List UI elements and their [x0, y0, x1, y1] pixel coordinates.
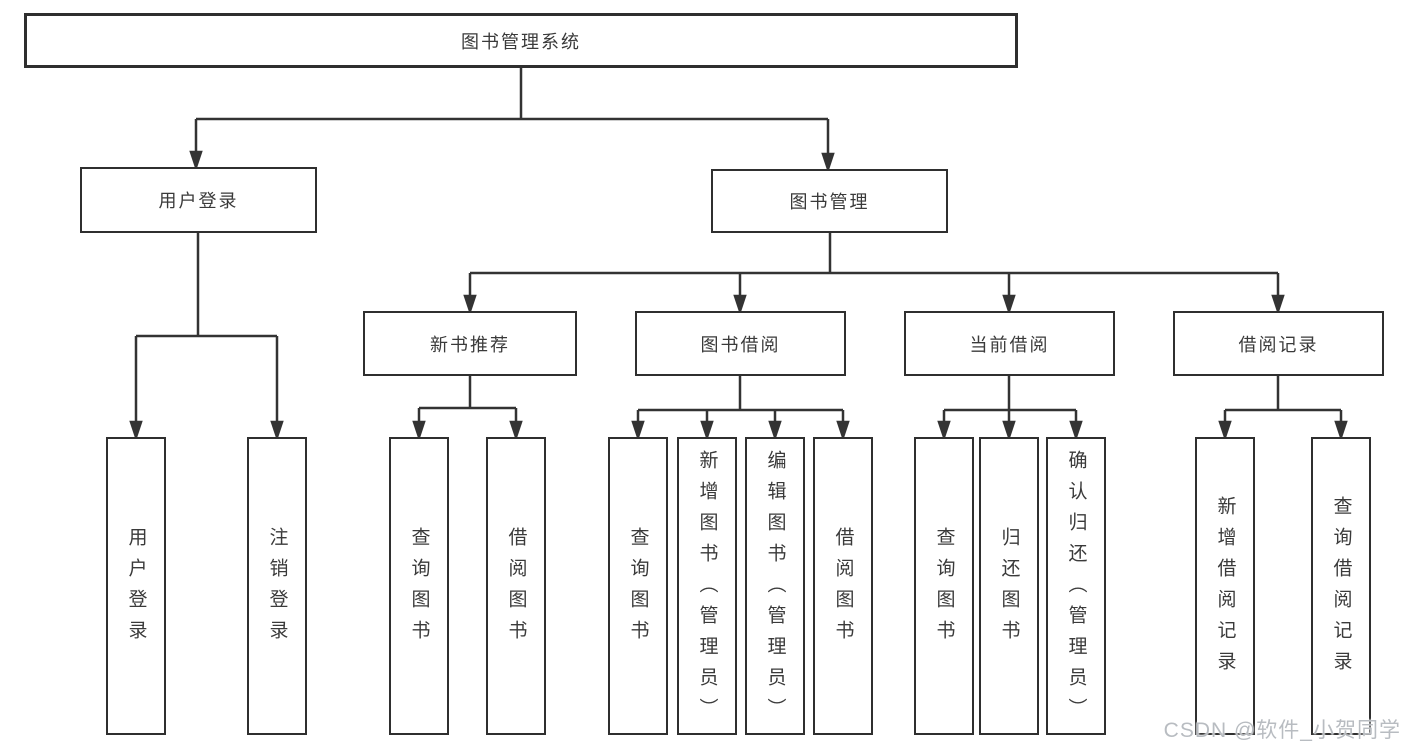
- arrowhead: [836, 420, 850, 441]
- arrowhead: [937, 420, 951, 441]
- leaf-query-books-borrow: 查询图书: [608, 437, 668, 735]
- arrowhead: [1002, 294, 1016, 315]
- leaf-borrow-books-recommend: 借阅图书: [486, 437, 546, 735]
- arrowhead: [1002, 420, 1016, 441]
- leaf-query-borrow-record: 查询借阅记录: [1311, 437, 1371, 735]
- leaf-user-login: 用户登录: [106, 437, 166, 735]
- node-book-borrow: 图书借阅: [635, 311, 846, 376]
- arrowhead: [509, 420, 523, 441]
- leaf-return-books: 归还图书: [979, 437, 1039, 735]
- arrowhead: [733, 294, 747, 315]
- arrowhead: [821, 152, 835, 173]
- arrowhead: [270, 420, 284, 441]
- leaf-add-borrow-record: 新增借阅记录: [1195, 437, 1255, 735]
- leaf-borrow-books: 借阅图书: [813, 437, 873, 735]
- arrowhead: [189, 150, 203, 171]
- connector-borrowrecords-to-leaves: [1218, 376, 1348, 441]
- node-new-book-recommend: 新书推荐: [363, 311, 577, 376]
- arrowhead: [768, 420, 782, 441]
- leaf-query-books-recommend: 查询图书: [389, 437, 449, 735]
- arrowhead: [129, 420, 143, 441]
- leaf-add-books-admin: 新增图书（管理员）: [677, 437, 737, 735]
- arrowhead: [631, 420, 645, 441]
- leaf-edit-books-admin: 编辑图书（管理员）: [745, 437, 805, 735]
- leaf-query-books-current: 查询图书: [914, 437, 974, 735]
- node-book-management: 图书管理: [711, 169, 948, 233]
- node-user-login: 用户登录: [80, 167, 317, 233]
- connector-bookmgmt-to-level3: [463, 233, 1285, 315]
- connector-userlogin-to-leaves: [129, 233, 284, 441]
- connector-newbook-to-leaves: [412, 376, 523, 441]
- arrowhead: [1271, 294, 1285, 315]
- arrowhead: [1334, 420, 1348, 441]
- arrowhead: [463, 294, 477, 315]
- arrowhead: [412, 420, 426, 441]
- connector-root-to-level2: [189, 68, 835, 173]
- connector-bookborrow-to-leaves: [631, 376, 850, 441]
- arrowhead: [1069, 420, 1083, 441]
- connector-currentborrow-to-leaves: [937, 376, 1083, 441]
- leaf-confirm-return-admin: 确认归还（管理员）: [1046, 437, 1106, 735]
- leaf-logout-login: 注销登录: [247, 437, 307, 735]
- node-current-borrow: 当前借阅: [904, 311, 1115, 376]
- arrowhead: [1218, 420, 1232, 441]
- csdn-watermark: CSDN @软件_小贺同学: [1163, 719, 1401, 742]
- node-root-library-system: 图书管理系统: [24, 13, 1018, 68]
- node-borrow-records: 借阅记录: [1173, 311, 1384, 376]
- arrowhead: [700, 420, 714, 441]
